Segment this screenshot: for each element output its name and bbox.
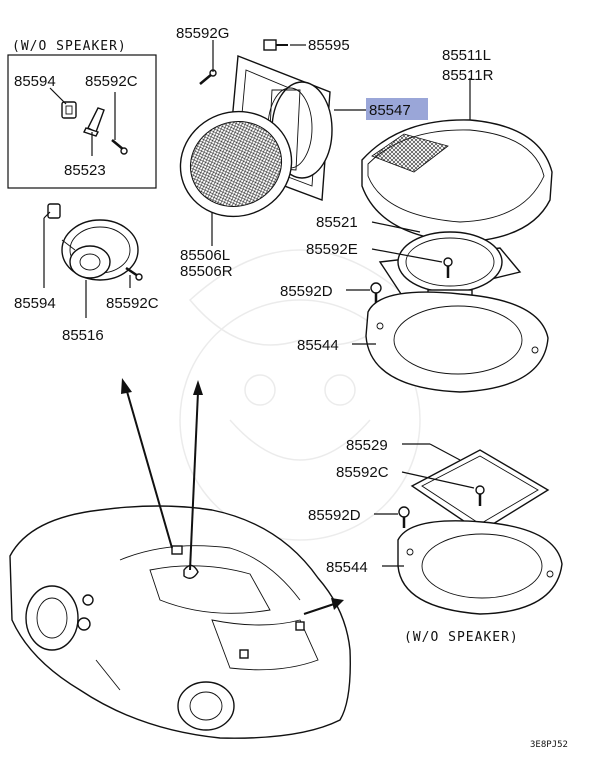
spacer-85544-a — [365, 291, 549, 393]
spacer-85544-b — [397, 520, 563, 615]
screw-85592g — [199, 69, 217, 85]
label-85516: 85516 — [62, 327, 104, 344]
label-85592d-b: 85592D — [308, 507, 361, 524]
label-85506l: 85506L — [180, 247, 230, 264]
speaker-85516 — [61, 219, 139, 281]
screw-85592c-b — [125, 266, 143, 281]
wo-speaker-label-top: (W/O SPEAKER) — [12, 39, 127, 54]
label-85592c-c: 85592C — [336, 464, 389, 481]
screw-85595 — [263, 39, 288, 51]
clip-85594-b — [47, 203, 61, 219]
screw-85592c-a — [111, 139, 128, 155]
label-85529: 85529 — [346, 437, 388, 454]
label-85544-a: 85544 — [297, 337, 339, 354]
bracket-85523 — [83, 107, 105, 137]
screw-85592d-b — [398, 506, 410, 528]
screw-85592c-c — [475, 485, 485, 506]
highlight-85547 — [366, 98, 428, 120]
car-outline — [9, 505, 351, 739]
label-85592g: 85592G — [176, 25, 229, 42]
label-85544-b: 85544 — [326, 559, 368, 576]
location-arrows — [121, 378, 344, 615]
wo-speaker-box: (W/O SPEAKER) 85594 85592C 85523 — [7, 36, 157, 189]
label-85523: 85523 — [64, 162, 106, 179]
gasket-85506 — [179, 110, 293, 218]
label-85511r: 85511R — [442, 67, 494, 84]
label-85506r: 85506R — [180, 263, 233, 280]
label-85511l: 85511L — [442, 47, 491, 64]
label-85592d-a: 85592D — [280, 283, 333, 300]
wo-speaker-label-bottom: (W/O SPEAKER) — [404, 630, 519, 645]
label-85547: 85547 — [369, 102, 411, 119]
label-85592c-b: 85592C — [106, 295, 159, 312]
clip-85594-a — [61, 101, 77, 119]
label-85594-a: 85594 — [14, 73, 56, 90]
label-85594-b: 85594 — [14, 295, 56, 312]
label-85592c-a: 85592C — [85, 73, 138, 90]
label-85595: 85595 — [308, 37, 350, 54]
label-85521: 85521 — [316, 214, 358, 231]
grille-cover-85511 — [361, 119, 553, 243]
screw-85592e — [443, 257, 453, 278]
diagram-code: 3E8PJ52 — [530, 740, 568, 750]
label-85592e: 85592E — [306, 241, 358, 258]
